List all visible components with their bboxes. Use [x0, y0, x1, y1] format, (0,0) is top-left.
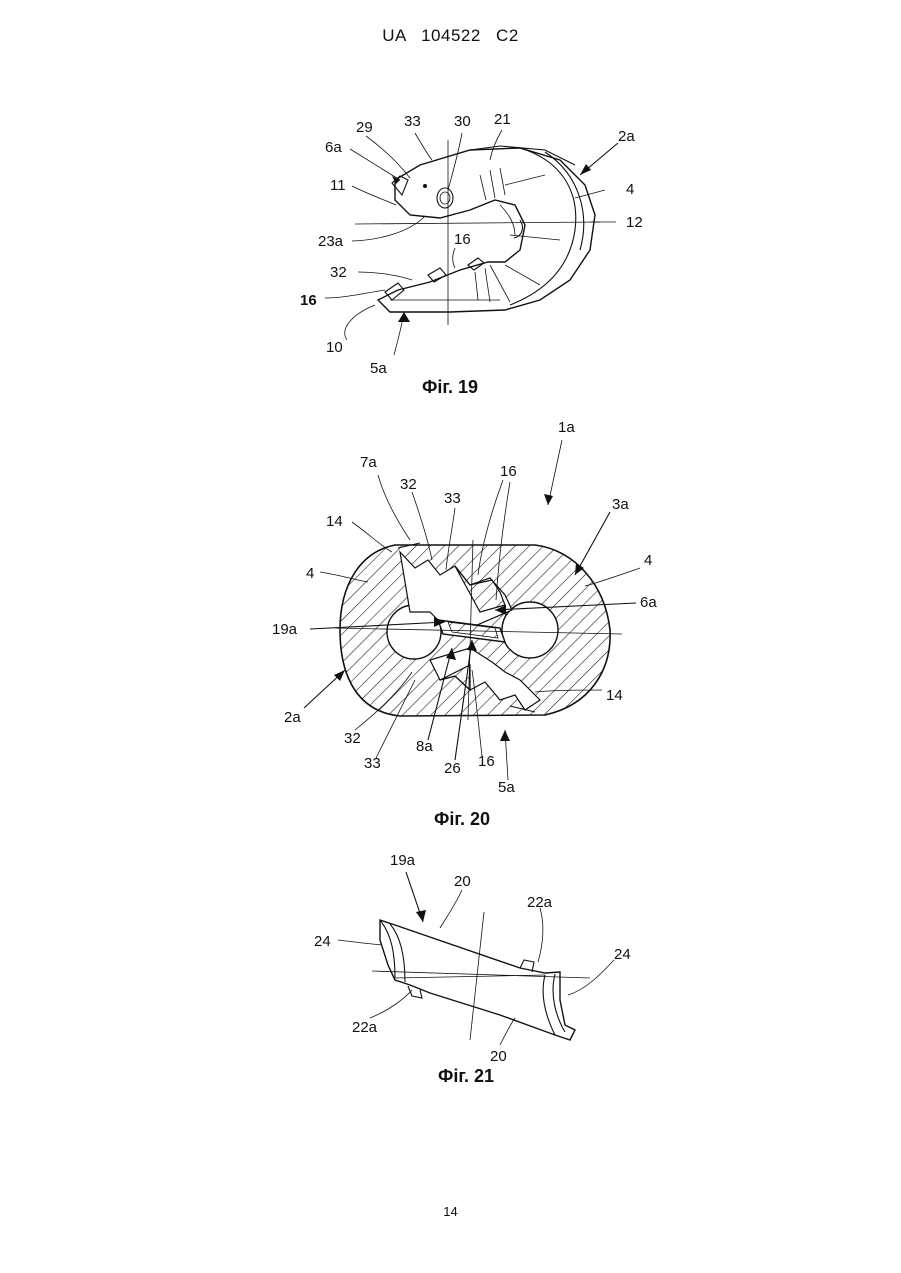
- fig20-label-7a: 7a: [360, 454, 377, 471]
- fig20-label-4-right: 4: [644, 552, 652, 569]
- figure-20-drawing: 1a 7a 32 33 16 3a 14 4 4 6a 19a 2a 14 32…: [0, 410, 901, 835]
- fig19-label-29: 29: [356, 119, 373, 136]
- fig20-label-14b: 14: [606, 687, 623, 704]
- fig19-label-16: 16: [454, 231, 471, 248]
- fig19-label-10: 10: [326, 339, 343, 356]
- fig20-label-32b: 32: [344, 730, 361, 747]
- fig20-label-26: 26: [444, 760, 461, 777]
- fig19-label-32: 32: [330, 264, 347, 281]
- fig20-label-5a: 5a: [498, 779, 515, 796]
- fig21-label-24-right: 24: [614, 946, 631, 963]
- figure-19-drawing: 29 33 30 21 2a 6a 11 4 12 23a 16 32 16 1…: [0, 0, 901, 410]
- fig21-label-22a-bottom: 22a: [352, 1019, 378, 1036]
- figure-19-body: [378, 146, 595, 312]
- fig20-label-33b: 33: [364, 755, 381, 772]
- fig19-label-11: 11: [330, 177, 346, 194]
- fig20-label-4-left: 4: [306, 565, 314, 582]
- fig19-label-33: 33: [404, 113, 421, 130]
- fig19-label-21: 21: [494, 111, 511, 128]
- fig19-label-12: 12: [626, 214, 643, 231]
- fig20-label-16: 16: [500, 463, 517, 480]
- fig19-label-6a: 6a: [325, 139, 342, 156]
- fig20-label-2a: 2a: [284, 709, 301, 726]
- fig20-label-6a: 6a: [640, 594, 657, 611]
- fig20-label-32: 32: [400, 476, 417, 493]
- figure-21-caption: Фіг. 21: [438, 1066, 494, 1086]
- fig21-label-22a-top: 22a: [527, 894, 553, 911]
- fig20-label-14: 14: [326, 513, 343, 530]
- fig19-label-5a: 5a: [370, 360, 387, 377]
- fig21-label-24-left: 24: [314, 933, 331, 950]
- fig19-label-23a: 23a: [318, 233, 344, 250]
- fig20-label-3a: 3a: [612, 496, 629, 513]
- figure-21-insert: [380, 920, 575, 1040]
- fig21-label-20-top: 20: [454, 873, 471, 890]
- fig20-label-19a: 19a: [272, 621, 298, 638]
- fig19-label-4: 4: [626, 181, 634, 198]
- fig19-label-16b: 16: [300, 292, 317, 309]
- page-number: 14: [0, 1204, 901, 1219]
- fig21-label-19a: 19a: [390, 852, 416, 869]
- figure-20-caption: Фіг. 20: [434, 809, 490, 829]
- figure-21-drawing: 19a 20 22a 24 24 22a 20 Фіг. 21: [0, 835, 901, 1095]
- fig19-label-30: 30: [454, 113, 471, 130]
- fig20-label-1a: 1a: [558, 419, 575, 436]
- fig20-label-8a: 8a: [416, 738, 433, 755]
- fig21-label-20-bottom: 20: [490, 1048, 507, 1065]
- fig19-label-2a: 2a: [618, 128, 635, 145]
- fig20-label-16b: 16: [478, 753, 495, 770]
- fig20-label-33: 33: [444, 490, 461, 507]
- figure-19-caption: Фіг. 19: [422, 377, 478, 397]
